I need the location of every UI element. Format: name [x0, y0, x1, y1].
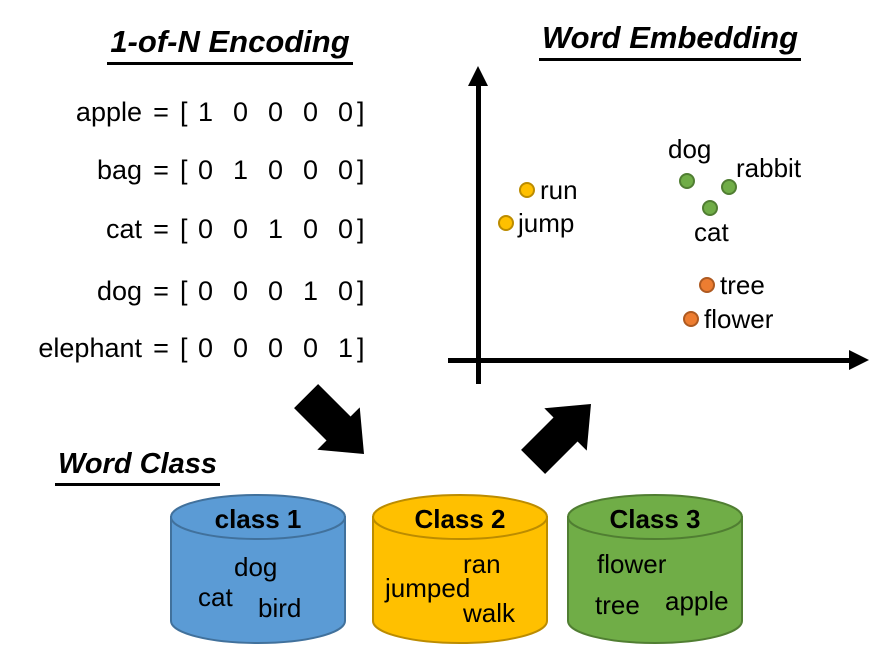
- class-3-cylinder: Class 3 flower tree apple: [567, 493, 743, 645]
- class-1-word: dog: [234, 552, 278, 582]
- cylinder-shape-icon: [170, 494, 346, 644]
- bracket-open: [: [180, 214, 188, 244]
- point-flower-dot: [683, 311, 699, 327]
- encoding-row-bag: bag = [ 0 1 0 0 0 ]: [28, 154, 365, 186]
- bracket-open: [: [180, 276, 188, 306]
- equals-sign: =: [153, 214, 169, 244]
- vector-digit: 1: [232, 155, 249, 185]
- class-2-word: walk: [463, 598, 516, 628]
- class-1-name: class 1: [214, 504, 302, 534]
- cylinder-shape-icon: [372, 494, 548, 644]
- class-2-cylinder: Class 2 ran jumped walk: [372, 493, 548, 645]
- equals-sign: =: [153, 276, 169, 306]
- bracket-open: [: [180, 97, 188, 127]
- bracket-close: ]: [357, 155, 365, 185]
- bracket-close: ]: [357, 97, 365, 127]
- point-jump-dot: [498, 215, 514, 231]
- point-flower-label: flower: [704, 304, 774, 334]
- bracket-open: [: [180, 155, 188, 185]
- equals-sign: =: [153, 155, 169, 185]
- x-axis-arrowhead-icon: [849, 350, 869, 370]
- point-cat-label: cat: [694, 217, 729, 247]
- vector-digit: 0: [232, 333, 249, 363]
- class-1-word: bird: [258, 593, 302, 623]
- embedding-section-title-wrap: Word Embedding: [535, 20, 805, 61]
- point-rabbit-label: rabbit: [736, 153, 802, 183]
- embedding-title: Word Embedding: [538, 20, 802, 61]
- vector-digit: 0: [337, 276, 354, 306]
- vector-digit: 0: [337, 97, 354, 127]
- class-1-word: cat: [198, 582, 233, 612]
- x-axis: [448, 358, 852, 363]
- point-cat-dot: [702, 200, 718, 216]
- word-class-section-title-wrap: Word Class: [55, 448, 221, 486]
- class-2-word: jumped: [385, 573, 471, 603]
- vector-digit: 1: [197, 97, 214, 127]
- encoding-word: apple: [75, 97, 142, 127]
- y-axis: [476, 84, 481, 384]
- encoding-word: cat: [105, 214, 142, 244]
- vector-digit: 0: [337, 214, 354, 244]
- vector-digit: 0: [267, 333, 284, 363]
- vector-digit: 0: [267, 97, 284, 127]
- class-3-word: flower: [597, 549, 667, 579]
- class-3-name: Class 3: [609, 504, 701, 534]
- point-run-label: run: [540, 175, 578, 205]
- vector-digit: 0: [197, 155, 214, 185]
- vector-digit: 0: [302, 214, 319, 244]
- encoding-title: 1-of-N Encoding: [107, 24, 353, 65]
- class-3-word: tree: [595, 590, 640, 620]
- encoding-row-apple: apple = [ 1 0 0 0 0 ]: [28, 96, 365, 128]
- y-axis-arrowhead-icon: [468, 66, 488, 86]
- bracket-close: ]: [357, 214, 365, 244]
- vector-digit: 0: [232, 97, 249, 127]
- vector-digit: 1: [302, 276, 319, 306]
- word-class-title: Word Class: [55, 448, 221, 486]
- vector-digit: 0: [337, 155, 354, 185]
- encoding-word: dog: [96, 276, 142, 306]
- encoding-section-title-wrap: 1-of-N Encoding: [105, 24, 355, 65]
- point-tree-dot: [699, 277, 715, 293]
- point-rabbit-dot: [721, 179, 737, 195]
- vector-digit: 0: [267, 276, 284, 306]
- vector-digit: 0: [302, 155, 319, 185]
- vector-digit: 0: [302, 333, 319, 363]
- vector-digit: 0: [267, 155, 284, 185]
- vector-digit: 0: [302, 97, 319, 127]
- encoding-word: elephant: [38, 333, 142, 363]
- encoding-row-cat: cat = [ 0 0 1 0 0 ]: [28, 213, 365, 245]
- class-1-cylinder: class 1 dog cat bird: [170, 493, 346, 645]
- vector-digit: 1: [267, 214, 284, 244]
- class-2-name: Class 2: [414, 504, 506, 534]
- cylinder-shape-icon: [567, 494, 743, 644]
- encoding-row-elephant: elephant = [ 0 0 0 0 1 ]: [28, 332, 365, 364]
- vector-digit: 0: [232, 276, 249, 306]
- vector-digit: 0: [197, 214, 214, 244]
- class-2-word: ran: [463, 549, 501, 579]
- bracket-close: ]: [357, 333, 365, 363]
- point-tree-label: tree: [720, 270, 765, 300]
- vector-digit: 1: [337, 333, 354, 363]
- equals-sign: =: [153, 333, 169, 363]
- arrow-encoding-to-class-icon: [293, 383, 364, 454]
- encoding-word: bag: [96, 155, 142, 185]
- point-jump-label: jump: [518, 208, 575, 238]
- point-dog-dot: [679, 173, 695, 189]
- arrow-class-to-embedding-icon: [520, 404, 591, 475]
- vector-digit: 0: [232, 214, 249, 244]
- point-run-dot: [519, 182, 535, 198]
- bracket-open: [: [180, 333, 188, 363]
- equals-sign: =: [153, 97, 169, 127]
- encoding-row-dog: dog = [ 0 0 0 1 0 ]: [28, 275, 365, 307]
- bracket-close: ]: [357, 276, 365, 306]
- vector-digit: 0: [197, 276, 214, 306]
- class-3-word: apple: [665, 586, 729, 616]
- point-dog-label: dog: [668, 134, 712, 164]
- vector-digit: 0: [197, 333, 214, 363]
